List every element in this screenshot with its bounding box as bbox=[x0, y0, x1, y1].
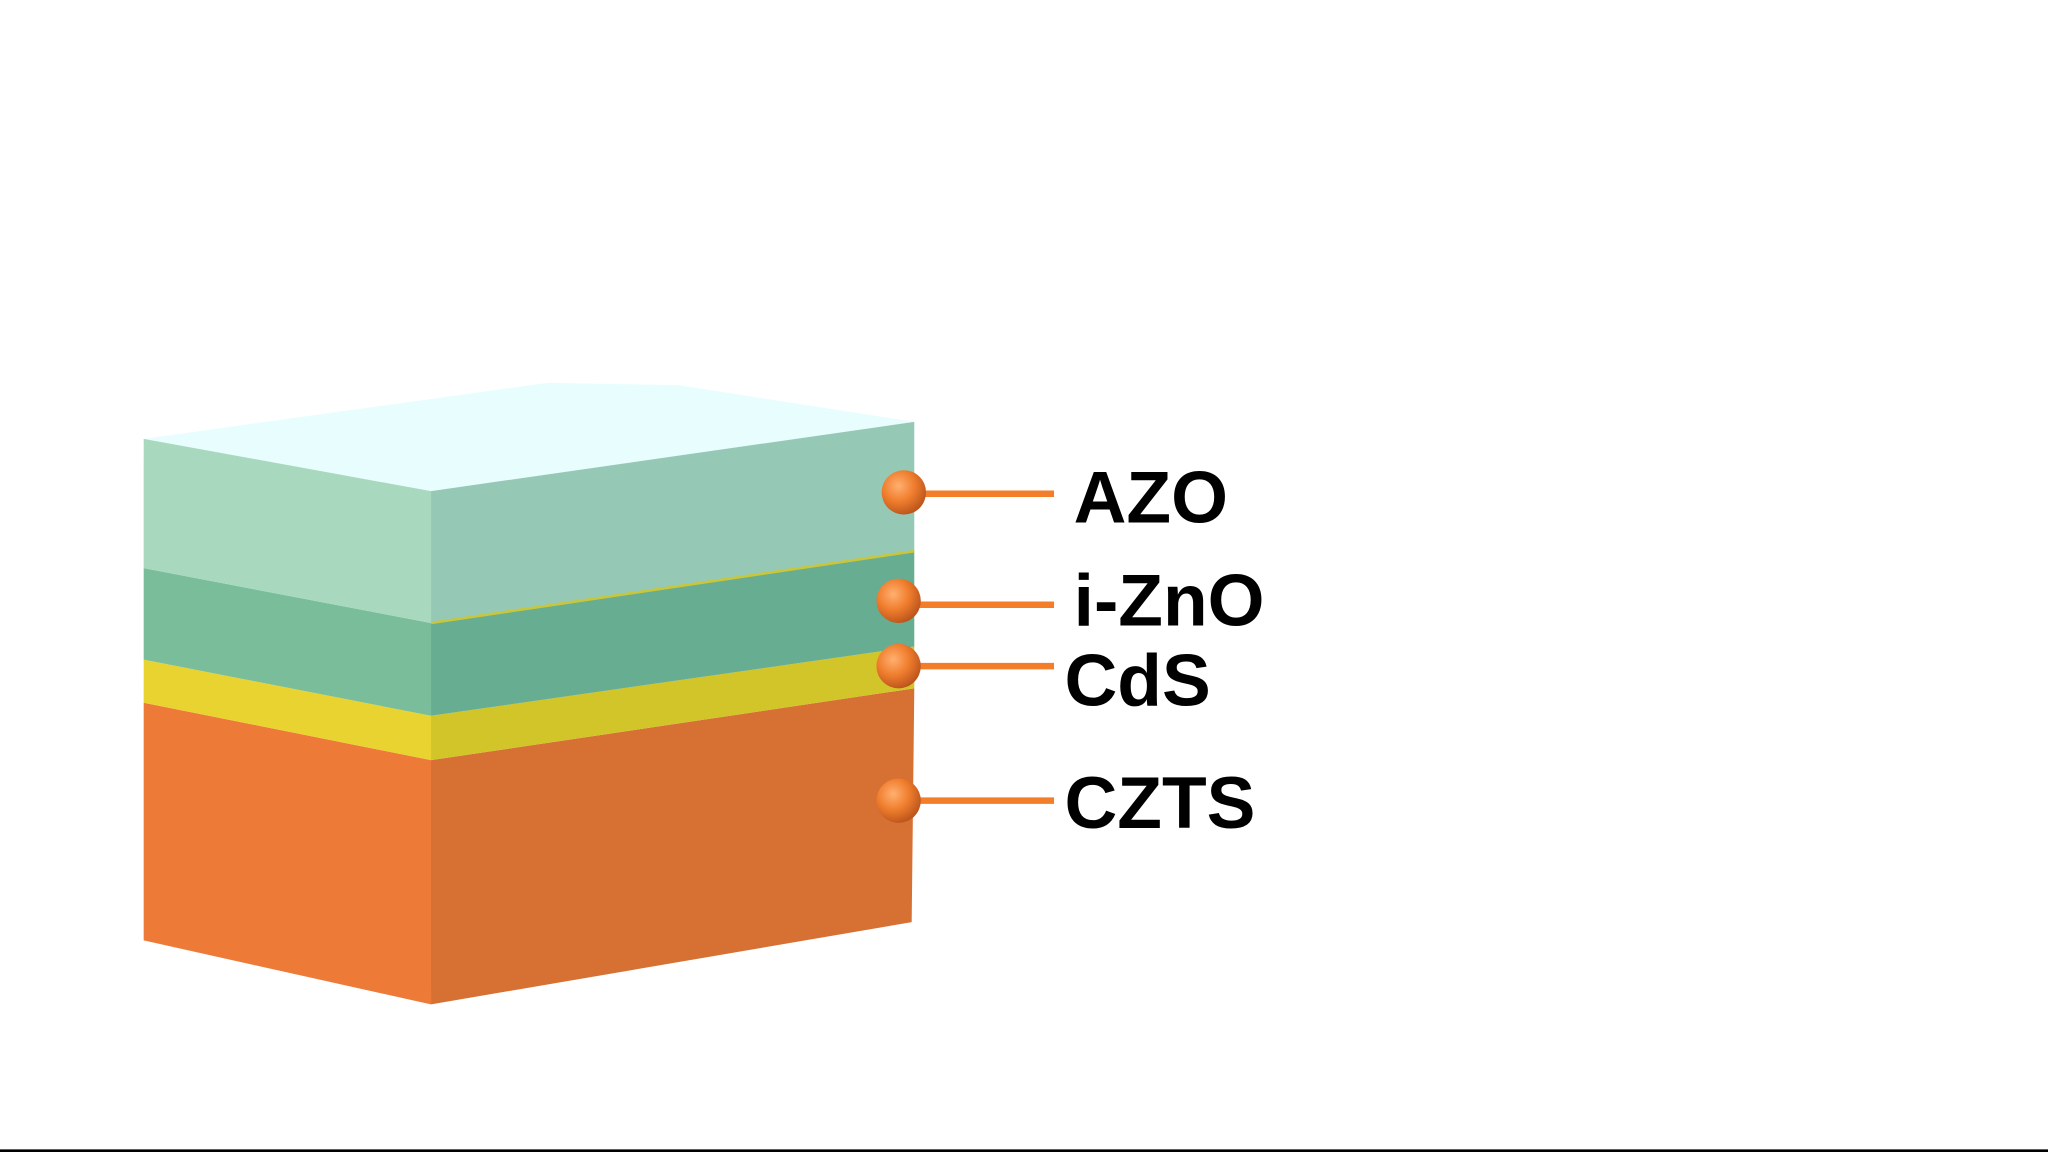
izno-side-face bbox=[431, 551, 915, 716]
label-izno: i-ZnO bbox=[876, 561, 1265, 642]
top-face bbox=[143, 382, 915, 492]
marker-dot-icon bbox=[876, 778, 921, 823]
cds-front-face bbox=[143, 659, 432, 761]
marker-dot-icon bbox=[876, 643, 921, 689]
layer-label: CZTS bbox=[1064, 763, 1255, 844]
label-cds: CdS bbox=[876, 640, 1211, 721]
layer-label: CdS bbox=[1064, 640, 1210, 721]
label-azo: AZO bbox=[881, 457, 1228, 538]
izno-front-face bbox=[143, 568, 432, 716]
czts-side-face bbox=[431, 688, 915, 1005]
layer-label: i-ZnO bbox=[1074, 561, 1265, 642]
label-czts: CZTS bbox=[876, 763, 1255, 844]
azo-front-face bbox=[143, 438, 432, 624]
marker-dot-icon bbox=[876, 578, 921, 624]
layer-label: AZO bbox=[1074, 457, 1228, 538]
czts-front-face bbox=[143, 702, 432, 1005]
azo-side-face bbox=[431, 421, 915, 624]
cds-side-face bbox=[431, 646, 915, 761]
marker-dot-icon bbox=[881, 470, 927, 515]
